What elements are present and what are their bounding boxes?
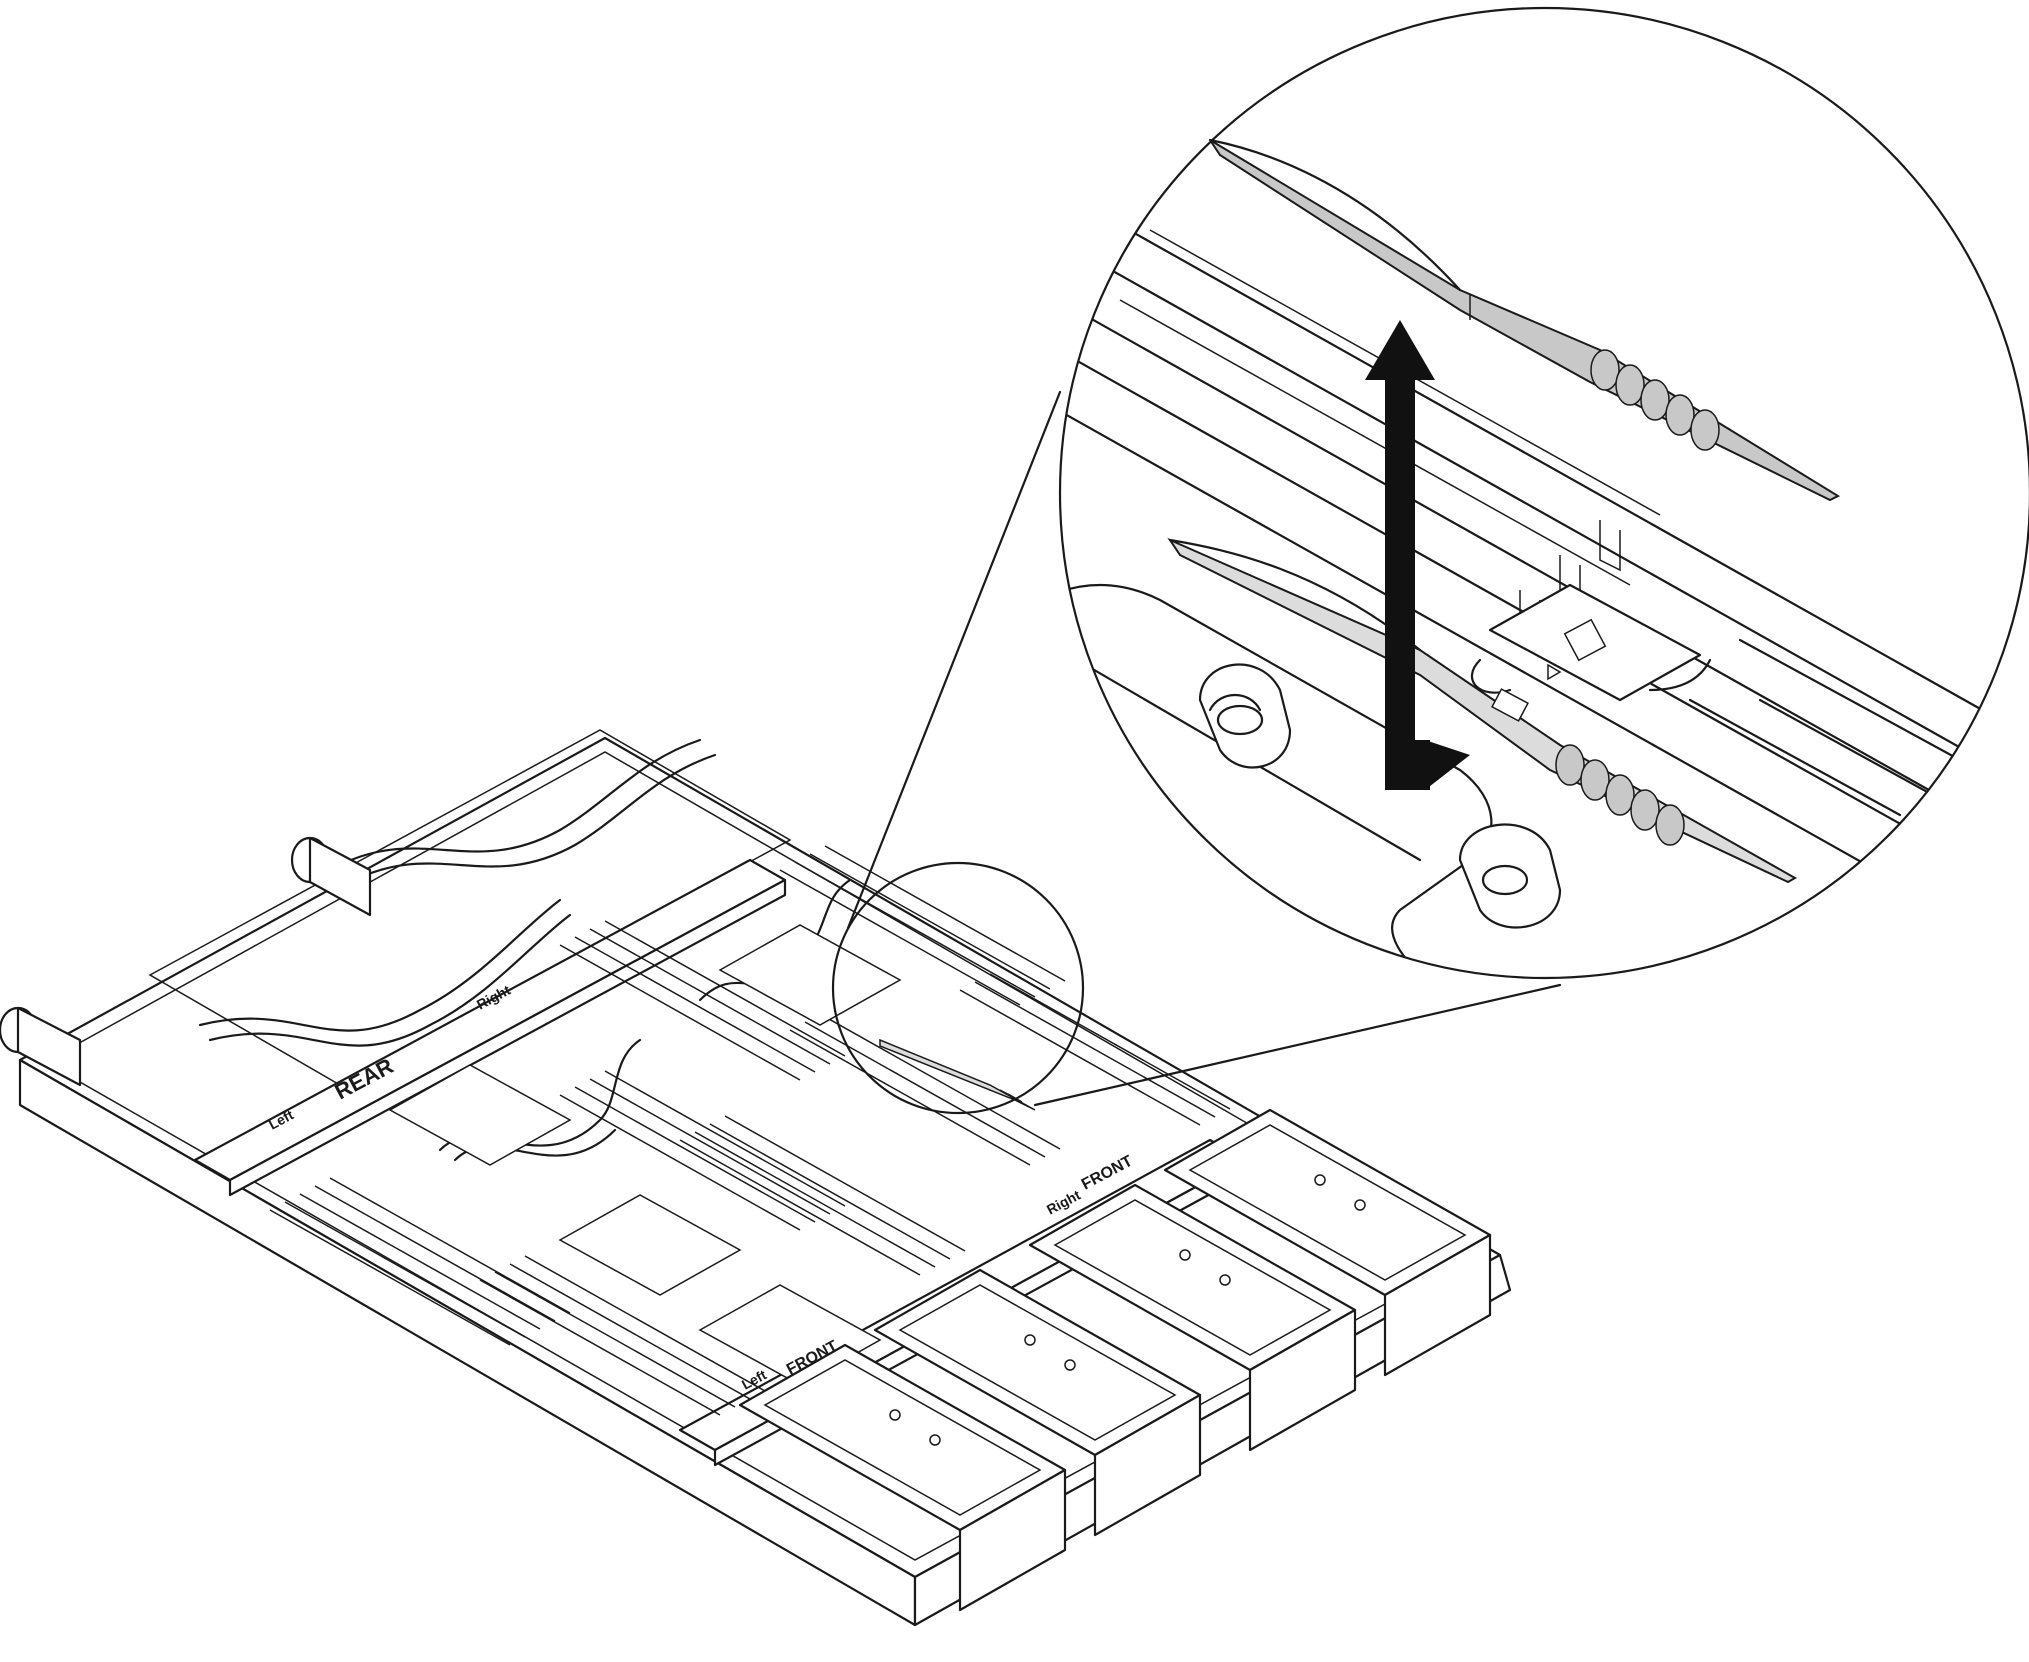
latch-clip-right [1458,823,1562,929]
spudger-tool-lower [1167,537,1798,884]
drive-cage-4 [738,1343,1067,1612]
callout-connectors [846,390,1562,1107]
callout-circle-large [1059,7,2029,979]
latch-clip-left [1198,663,1292,769]
drive-cage-3 [873,1268,1202,1537]
dimm-bank-upper [559,845,1231,1166]
double-headed-vertical-arrow [1365,320,1470,790]
water-connectors [0,836,372,1087]
drive-cage-1 [1163,1108,1492,1377]
processor-icon [1563,618,1607,662]
magnified-view [1059,7,2029,979]
cold-plates [388,924,902,1386]
server-tray: REAR Left Right FRONT Right FRONT Left [0,729,1512,1627]
spudger-in-tray [879,1038,1036,1111]
water-loop [198,738,852,1162]
callout-circle-small [831,861,1085,1115]
spudger-tool-upper [1208,138,1841,502]
drive-cage-2 [1028,1183,1357,1452]
dimm-bank-left [269,1070,966,1416]
